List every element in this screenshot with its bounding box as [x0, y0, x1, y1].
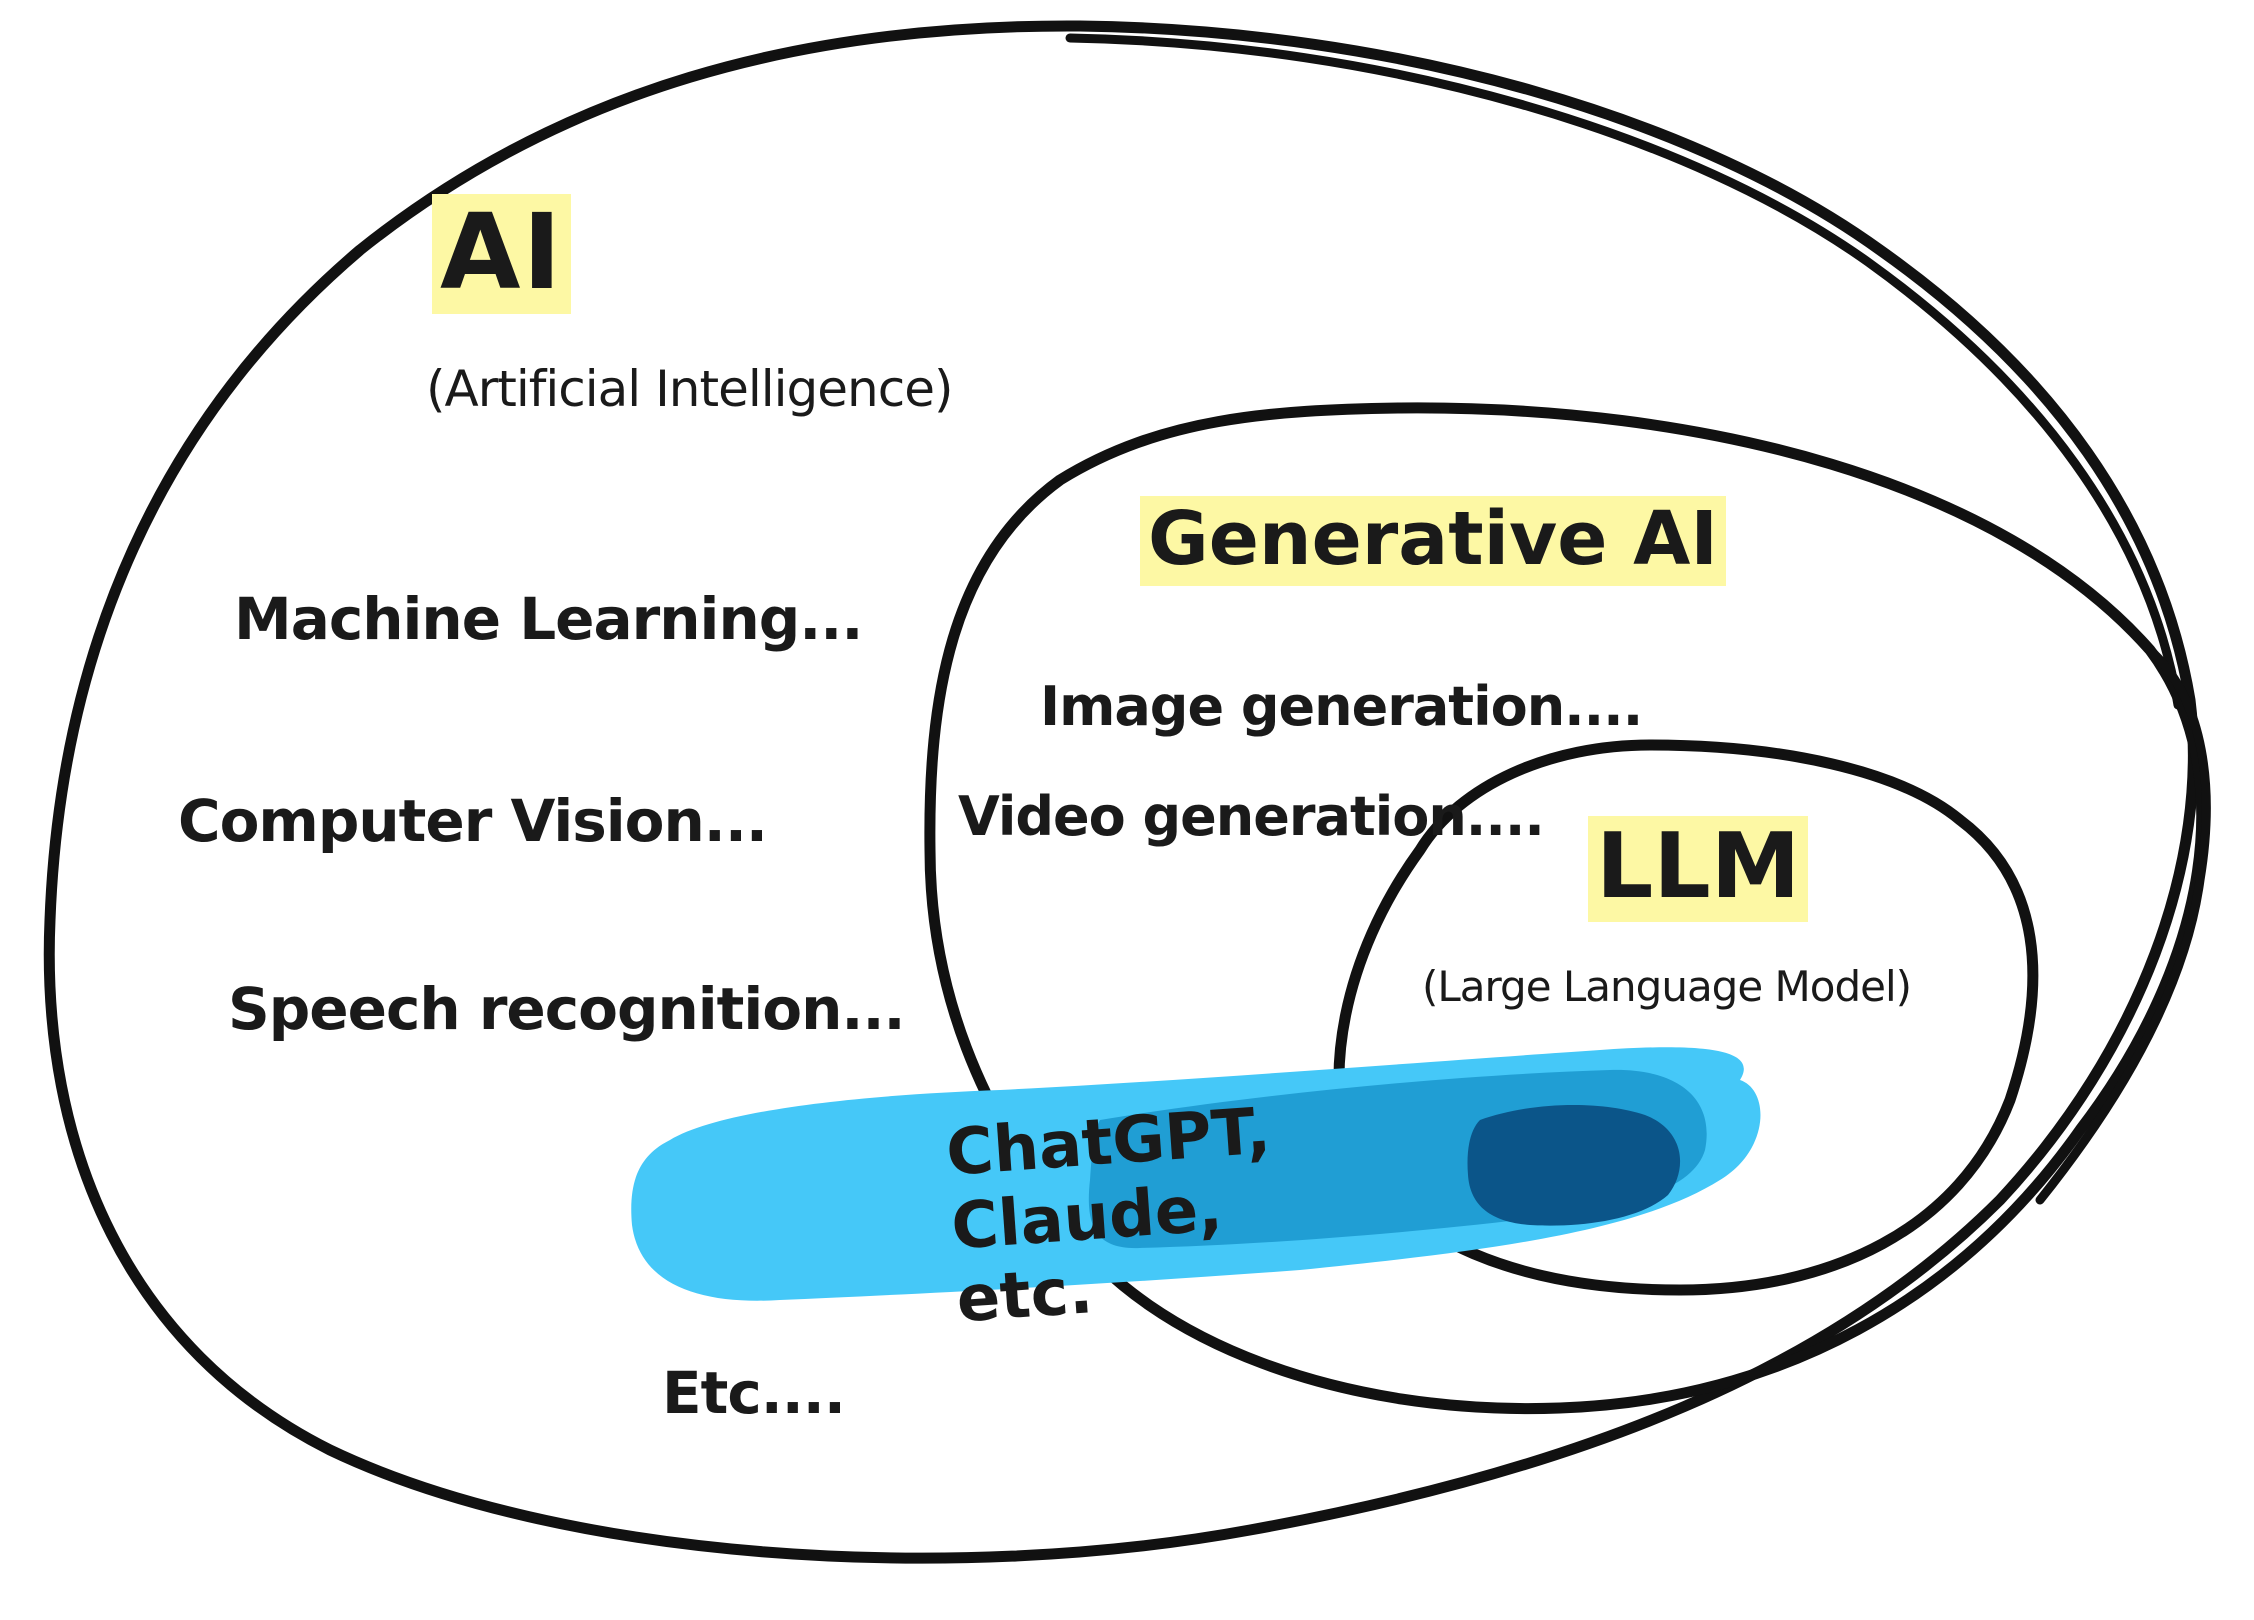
generative-ai-ring: [924, 402, 2208, 1415]
marker-dark-blue: [1467, 1104, 1681, 1226]
highlight-examples: ChatGPT, Claude, etc.: [943, 1094, 1273, 1338]
generative-ai-title: Generative AI: [1140, 496, 1726, 586]
llm-subtitle: (Large Language Model): [1422, 962, 1912, 1011]
generative-ai-ring-echo: [2035, 645, 2211, 1205]
ai-ring-echo: [1065, 33, 2183, 710]
ai-subtitle: (Artificial Intelligence): [426, 360, 953, 418]
llm-title: LLM: [1588, 816, 1809, 922]
ai-item-computer-vision: Computer Vision...: [178, 787, 768, 855]
ai-ring: [43, 20, 2199, 1564]
ai-item-speech-recognition: Speech recognition...: [228, 975, 906, 1043]
generative-ai-item-video: Video generation....: [958, 785, 1545, 848]
ai-title: AI: [432, 194, 572, 314]
ai-item-etc: Etc....: [662, 1359, 846, 1427]
generative-ai-item-image: Image generation....: [1040, 675, 1643, 738]
ai-item-machine-learning: Machine Learning...: [234, 585, 863, 653]
